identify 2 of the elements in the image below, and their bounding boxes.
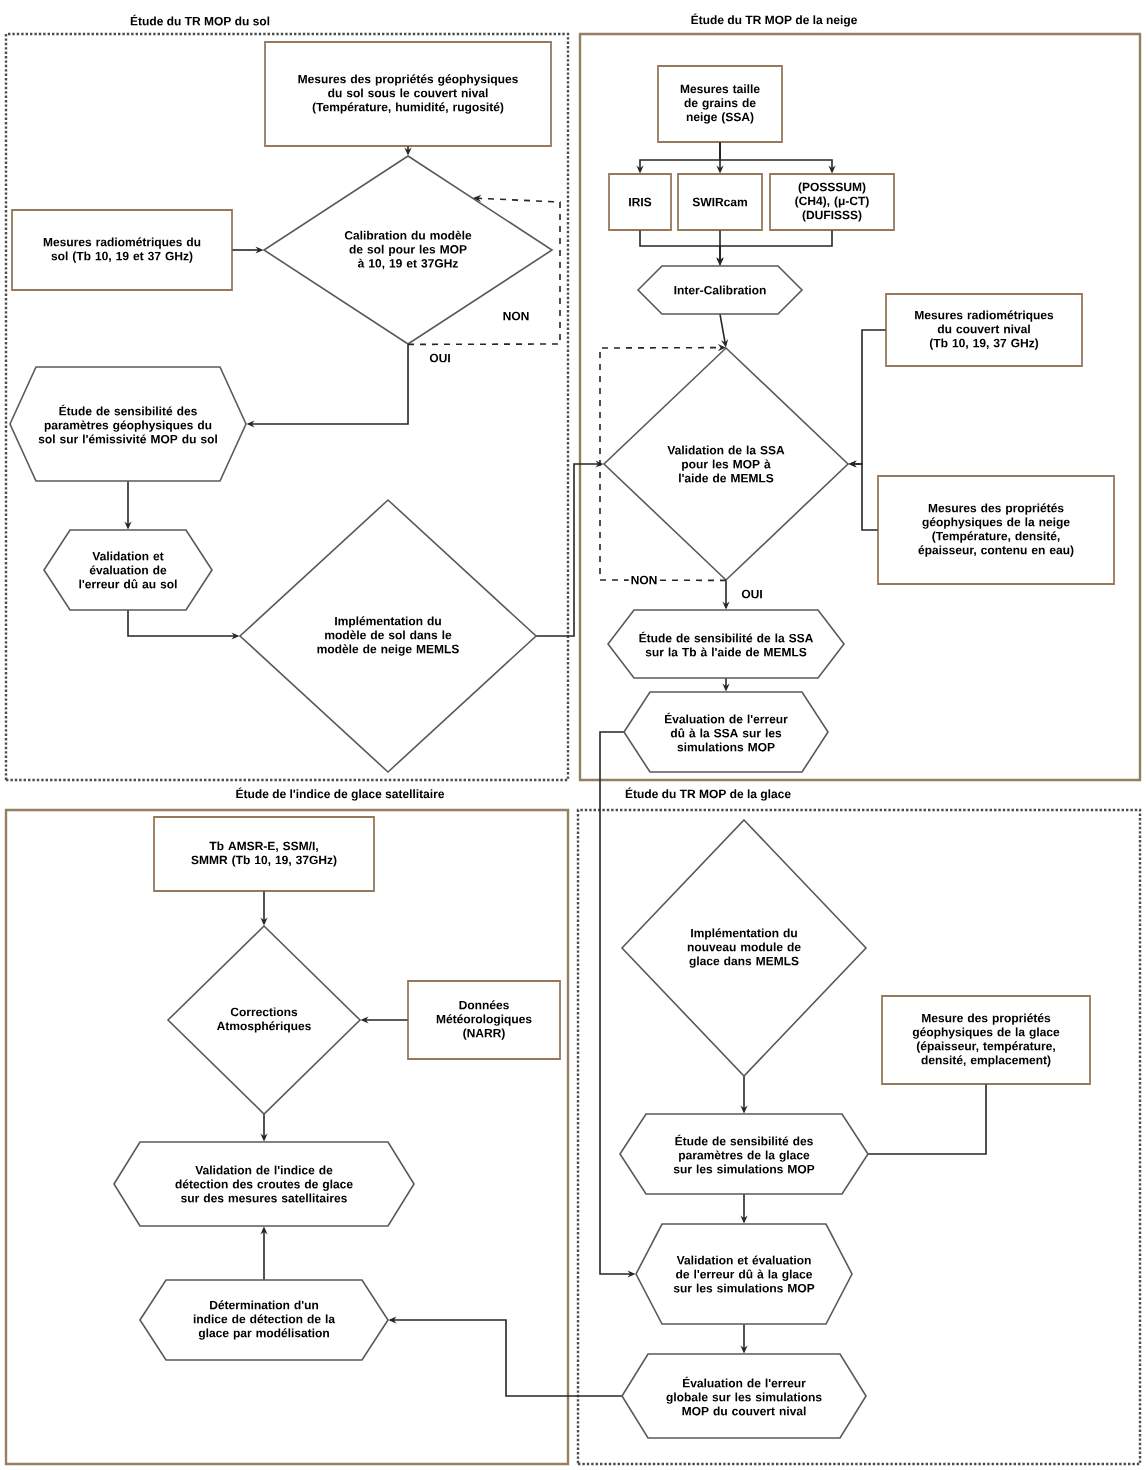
connector-line <box>867 1083 987 1155</box>
dashed-arrow <box>599 344 727 582</box>
